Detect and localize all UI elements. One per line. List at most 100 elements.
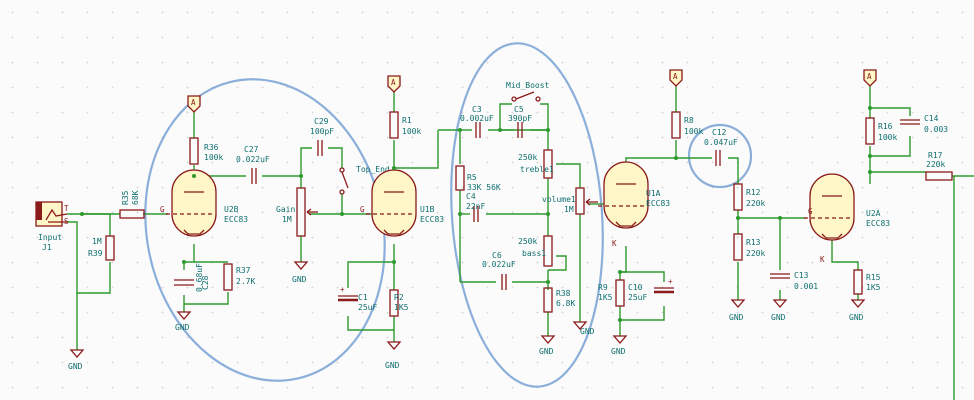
triode-u2a[interactable]: G K U2A ECC83	[804, 173, 890, 264]
gnd-tonestack: GND	[539, 335, 556, 356]
svg-text:G: G	[360, 205, 365, 214]
svg-text:volume1: volume1	[542, 195, 576, 204]
resistor-r8[interactable]: R8 100k	[671, 111, 703, 139]
svg-text:R2: R2	[394, 293, 404, 302]
potentiometer-volume[interactable]: volume1 1M	[542, 187, 598, 215]
highlight-circle-c12	[687, 123, 753, 189]
svg-text:ECC83: ECC83	[420, 215, 444, 224]
switch-mid-boost[interactable]: Mid_Boost	[506, 81, 550, 102]
capacitor-c28[interactable]: C28 0.68uF	[174, 263, 210, 292]
gnd-input: GND	[68, 349, 85, 371]
svg-text:1K5: 1K5	[394, 303, 409, 312]
capacitor-c27[interactable]: C27 0.022uF	[236, 145, 270, 184]
svg-text:C1: C1	[358, 293, 368, 302]
gnd-u2a: GND	[849, 299, 866, 322]
resistor-r5[interactable]: R5 33K 56K	[455, 165, 501, 192]
svg-text:0.022uF: 0.022uF	[236, 155, 270, 164]
resistor-r38[interactable]: R38 6.8K	[543, 287, 575, 313]
capacitor-c3[interactable]: C3 0.002uF	[460, 105, 494, 138]
svg-text:Mid_Boost: Mid_Boost	[506, 81, 550, 90]
resistor-r17[interactable]: R17 220k	[925, 151, 953, 181]
resistor-r1[interactable]: R1 100k	[389, 111, 421, 139]
svg-text:100k: 100k	[402, 127, 421, 136]
svg-text:GND: GND	[611, 347, 626, 356]
ground-symbols: GND GND GND GND GND GND GND GND GND GND	[68, 261, 866, 371]
svg-text:GND: GND	[292, 275, 307, 284]
capacitor-c13[interactable]: C13 0.001	[770, 271, 818, 291]
resistor-r35[interactable]: R35 68K	[119, 190, 145, 219]
capacitor-c6[interactable]: C6 0.022uF	[482, 251, 516, 290]
resistor-r37[interactable]: R37 2.7K	[223, 263, 255, 291]
svg-text:C12: C12	[712, 128, 727, 137]
svg-text:C29: C29	[314, 117, 329, 126]
svg-text:ECC83: ECC83	[866, 219, 890, 228]
svg-text:GND: GND	[849, 313, 864, 322]
svg-text:220k: 220k	[746, 199, 765, 208]
svg-text:G: G	[808, 207, 813, 216]
resistor-r36[interactable]: R36 100k	[189, 137, 223, 165]
highlight-ellipse-tonestack	[450, 42, 604, 388]
supply-flag-u1b: A	[387, 75, 401, 93]
svg-text:U1B: U1B	[420, 205, 435, 214]
svg-text:U1A: U1A	[646, 189, 661, 198]
supply-flags: A A A A	[187, 69, 877, 113]
svg-text:C13: C13	[794, 271, 809, 280]
svg-text:A: A	[867, 72, 872, 81]
input-jack[interactable]: T S Input J1	[35, 201, 69, 252]
svg-text:C10: C10	[628, 283, 643, 292]
junction-dots	[80, 106, 872, 322]
gnd-gain: GND	[292, 261, 309, 284]
resistor-r12[interactable]: R12 220k	[733, 183, 765, 211]
supply-flag-u1a: A	[669, 69, 683, 87]
resistor-r2[interactable]: R2 1K5	[389, 289, 409, 317]
svg-text:GND: GND	[729, 313, 744, 322]
potentiometer-bass[interactable]: 250k bass1	[518, 235, 553, 267]
svg-text:1M: 1M	[282, 215, 292, 224]
gnd-c13: GND	[771, 299, 788, 322]
triode-u1b[interactable]: G U1B ECC83	[360, 169, 444, 237]
svg-text:U2B: U2B	[224, 205, 239, 214]
gnd-u2b: GND	[175, 311, 192, 332]
svg-text:220k: 220k	[926, 160, 945, 169]
resistor-r9[interactable]: R9 1K5	[598, 279, 625, 307]
svg-text:+: +	[340, 285, 345, 294]
potentiometer-gain[interactable]: Gain 1M	[276, 187, 318, 237]
svg-text:0.68uF: 0.68uF	[195, 263, 204, 292]
svg-text:100k: 100k	[684, 127, 703, 136]
svg-text:22nF: 22nF	[466, 202, 485, 211]
svg-text:A: A	[673, 72, 678, 81]
gnd-u1b: GND	[385, 341, 402, 370]
svg-text:0.003: 0.003	[924, 125, 948, 134]
capacitor-c14[interactable]: C14 0.003	[900, 114, 948, 134]
switch-top-end[interactable]: Top_End	[339, 165, 390, 195]
capacitor-c29[interactable]: C29 100pF	[310, 117, 334, 156]
triode-u2b[interactable]: G U2B ECC83	[160, 169, 248, 237]
svg-text:250k: 250k	[518, 153, 537, 162]
svg-text:R35: R35	[121, 190, 130, 205]
capacitor-c5[interactable]: C5 390pF	[508, 105, 532, 138]
svg-text:GND: GND	[175, 323, 190, 332]
capacitor-c12[interactable]: C12 0.047uF	[704, 128, 738, 166]
resistor-r13[interactable]: R13 220k	[733, 233, 765, 261]
svg-text:C6: C6	[492, 251, 502, 260]
resistor-r15[interactable]: R15 1K5	[853, 269, 881, 295]
svg-text:100k: 100k	[204, 153, 223, 162]
svg-text:R16: R16	[878, 122, 893, 131]
svg-text:U2A: U2A	[866, 209, 881, 218]
input-label: Input	[38, 233, 62, 242]
svg-text:68K: 68K	[131, 190, 140, 205]
svg-text:ECC83: ECC83	[224, 215, 248, 224]
capacitor-c10[interactable]: + C10 25uF	[628, 277, 674, 302]
resistor-r39[interactable]: 1M R39	[88, 235, 115, 261]
capacitor-c4[interactable]: C4 22nF	[466, 192, 485, 222]
svg-text:GND: GND	[68, 362, 83, 371]
input-ref: J1	[42, 243, 52, 252]
triode-u1a[interactable]: K U1A ECC83	[598, 161, 670, 248]
svg-text:R12: R12	[746, 188, 761, 197]
input-pin-t: T	[64, 204, 69, 213]
potentiometer-treble[interactable]: 250k treble1	[518, 149, 554, 179]
resistor-r16[interactable]: R16 100k	[865, 117, 897, 145]
capacitor-c1[interactable]: + C1 25uF	[338, 285, 377, 312]
